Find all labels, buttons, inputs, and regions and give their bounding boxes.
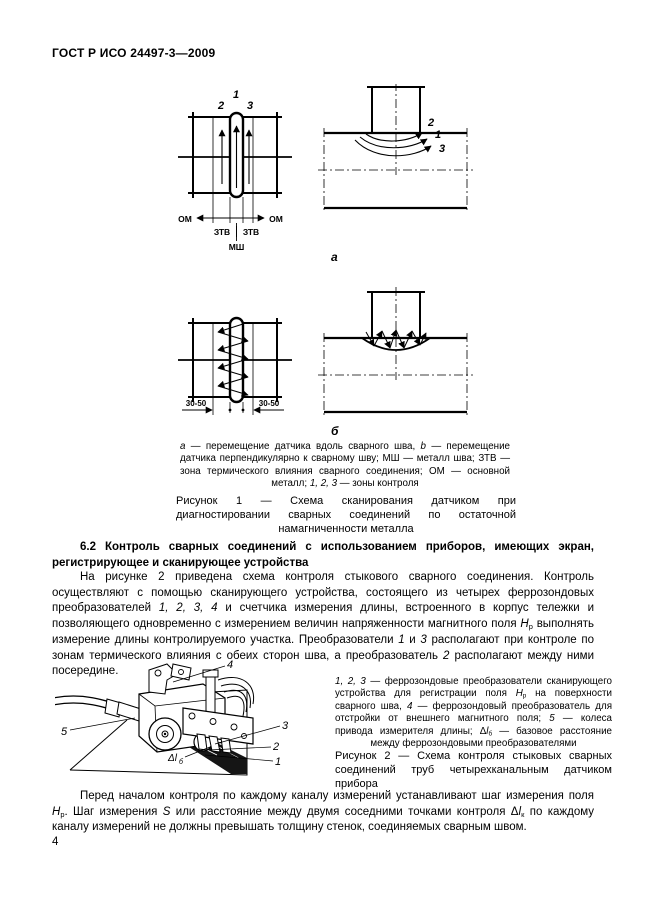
figure1-legend: а — перемещение датчика вдоль сварного ш… <box>180 441 510 490</box>
page-number: 4 <box>52 836 59 848</box>
diagram-b-plate <box>178 316 292 415</box>
diagram-b-pipe <box>318 287 473 417</box>
figure2-legend: 1, 2, 3 — феррозондовые преобразователи … <box>335 676 613 750</box>
figure2-caption: Рисунок 2 — Схема контроля стыковых свар… <box>335 750 612 790</box>
diagram-a-plate <box>178 111 292 241</box>
figure2-drawing: 4 5 3 2 1 Δl б <box>55 659 289 776</box>
om-left-label: ОМ <box>178 214 192 224</box>
base-distance-subscript: б <box>179 758 184 766</box>
om-right-label: ОМ <box>269 214 283 224</box>
zone-label-1: 1 <box>233 89 239 101</box>
paragraph-2: Перед началом контроля по каждому каналу… <box>52 790 594 834</box>
base-distance-label: Δl <box>167 753 178 764</box>
diagram-a-pipe <box>318 84 473 213</box>
diagram-b-plate-labels: 30-50 30-50 <box>186 399 280 408</box>
msh-label: МШ <box>229 242 245 252</box>
pipe-zone-label-3: 3 <box>439 143 445 155</box>
callout-label-4: 4 <box>227 659 233 671</box>
callout-labels: 4 5 3 2 1 Δl б <box>61 659 289 768</box>
callout-leaders <box>69 665 281 762</box>
figure1-caption: Рисунок 1 — Схема сканирования датчиком … <box>176 495 516 535</box>
dimension-right-label: 30-50 <box>259 399 280 408</box>
paragraph-1: На рисунке 2 приведена схема контроля ст… <box>52 571 595 678</box>
diagram-a-pipe-labels: 2 1 3 а <box>331 117 445 264</box>
subfigure-a-label: а <box>331 250 338 264</box>
callout-label-5: 5 <box>61 726 68 738</box>
ztv-right-label: ЗТВ <box>243 227 259 237</box>
section-heading: 6.2 Контроль сварных соединений с исполь… <box>52 541 594 569</box>
dimension-left-label: 30-50 <box>186 399 207 408</box>
zone-label-2: 2 <box>217 100 224 112</box>
subfigure-b-label: б <box>331 424 339 438</box>
scanner-device <box>55 663 255 754</box>
figure1-diagram: 2 1 3 ОМ ОМ ЗТВ ЗТВ МШ 2 1 3 <box>178 84 473 438</box>
diagram-a-plate-labels: 2 1 3 ОМ ОМ ЗТВ ЗТВ МШ <box>178 89 283 252</box>
document-header: ГОСТ Р ИСО 24497-3—2009 <box>52 46 216 60</box>
callout-label-1: 1 <box>275 756 281 768</box>
zone-label-3: 3 <box>247 100 253 112</box>
pipe-zone-label-2: 2 <box>427 117 434 129</box>
callout-label-2: 2 <box>272 741 279 753</box>
callout-label-3: 3 <box>282 720 289 732</box>
pipe-zone-label-1: 1 <box>435 129 441 141</box>
ztv-left-label: ЗТВ <box>214 227 230 237</box>
